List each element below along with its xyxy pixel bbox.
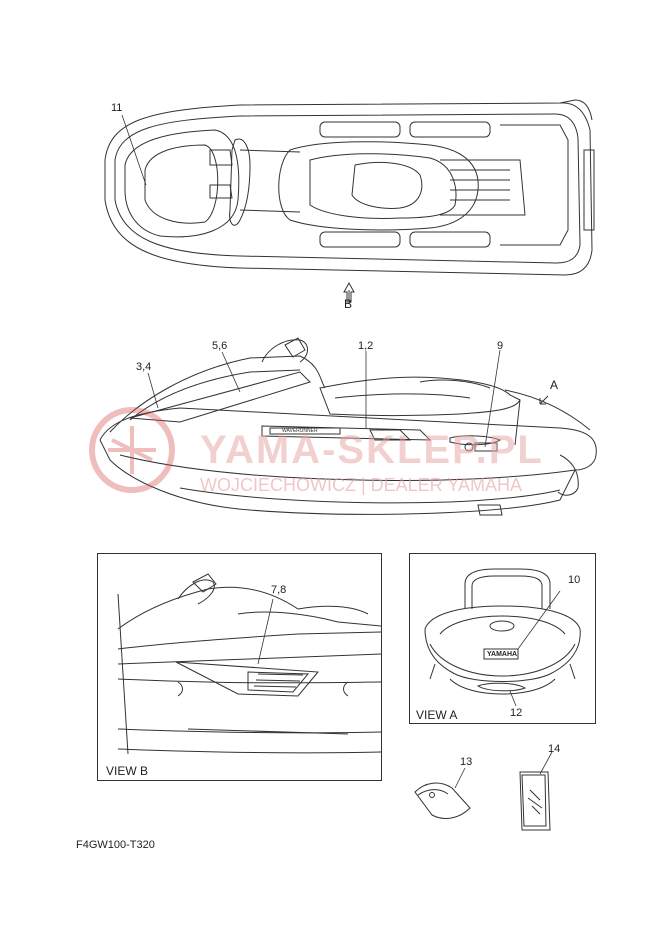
view-a-arrow	[539, 395, 549, 405]
hull-top-outline	[104, 102, 593, 276]
hull-side-outline	[99, 407, 597, 515]
callout-14: 14	[548, 743, 561, 755]
view-a-marker: A	[550, 378, 559, 392]
view-b-marker: B	[344, 297, 353, 311]
callout-10: 10	[568, 574, 581, 586]
callout-1-2: 1,2	[358, 340, 374, 352]
callout-12: 12	[510, 707, 523, 719]
waverunner-decal-text: WAVERUNNER	[282, 428, 318, 434]
view-a-panel: YAMAHA 10 12 VIEW A	[409, 553, 596, 724]
view-b-panel: 7,8 VIEW B	[97, 553, 382, 781]
callout-9: 9	[497, 340, 504, 352]
callout-11: 11	[111, 102, 123, 114]
watermark-brand: YAMA-SKLEP.PL	[200, 428, 544, 472]
callout-7-8: 7,8	[271, 584, 287, 596]
yamaha-badge-text: YAMAHA	[487, 651, 518, 658]
view-b-label: VIEW B	[106, 764, 149, 778]
view-b-arrow	[343, 281, 355, 303]
callout-3-4: 3,4	[136, 361, 152, 373]
view-a-label: VIEW A	[416, 708, 458, 722]
drawing-code: F4GW100-T320	[76, 839, 155, 851]
callout-5-6: 5,6	[212, 340, 228, 352]
watermark-dealer: WOJCIECHOWICZ | DEALER YAMAHA	[200, 475, 523, 495]
callout-13: 13	[460, 756, 473, 768]
dealer-watermark	[89, 407, 175, 493]
